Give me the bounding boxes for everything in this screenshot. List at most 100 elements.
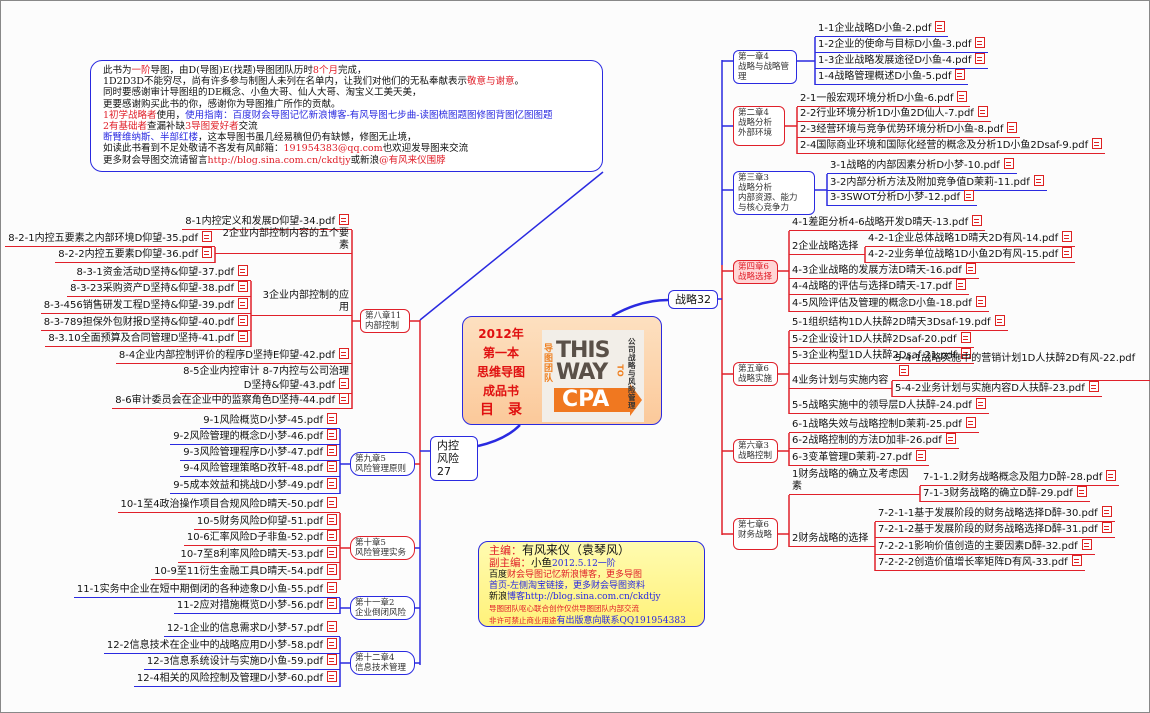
central-topic[interactable]: 2012年 第一本 思维导图 成品书 目 录 导图团队 THIS WAY TO … bbox=[462, 316, 662, 425]
chapter-node[interactable]: 第五章6 战略实施 bbox=[733, 362, 778, 386]
pdf-icon[interactable] bbox=[327, 564, 337, 575]
pdf-icon[interactable] bbox=[1062, 247, 1073, 258]
pdf-icon[interactable] bbox=[238, 298, 248, 309]
pdf-file-link[interactable]: 9-3风险管理程序D小梦-47.pdf bbox=[180, 444, 340, 461]
pdf-icon[interactable] bbox=[972, 215, 983, 226]
pdf-file-link[interactable]: 12-4相关的风险控制及管理D小梦-60.pdf bbox=[133, 670, 340, 687]
pdf-file-link[interactable]: 5-2企业设计1D人扶醉2Dsaf-20.pdf bbox=[789, 331, 974, 348]
pdf-file-link[interactable]: 5-5战略实施中的领导层D人扶醉-24.pdf bbox=[789, 397, 989, 414]
pdf-file-link[interactable]: 8-3.10全面预算及合同管理D坚持-41.pdf bbox=[45, 330, 251, 347]
pdf-file-link[interactable]: 7-1-3财务战略的确立D醉-29.pdf bbox=[920, 485, 1090, 502]
pdf-icon[interactable] bbox=[327, 598, 337, 609]
chapter-node[interactable]: 第六章3 战略控制 bbox=[733, 439, 778, 463]
pdf-icon[interactable] bbox=[238, 331, 248, 342]
chapter-node[interactable]: 第七章6 财务战略 bbox=[733, 518, 778, 550]
pdf-file-link[interactable]: 4-4战略的评估与选择D晴天-17.pdf bbox=[789, 278, 969, 295]
pdf-icon[interactable] bbox=[1033, 175, 1044, 186]
pdf-icon[interactable] bbox=[327, 478, 337, 489]
pdf-file-link[interactable]: 10-5财务风险D仰望-51.pdf bbox=[193, 513, 340, 530]
pdf-icon[interactable] bbox=[1101, 506, 1112, 517]
pdf-file-link[interactable]: 1-4战略管理概述D小鱼-5.pdf bbox=[815, 68, 969, 85]
pdf-icon[interactable] bbox=[960, 348, 971, 359]
pdf-file-link[interactable]: 1-1企业战略D小鱼-2.pdf bbox=[815, 20, 949, 37]
pdf-icon[interactable] bbox=[238, 281, 248, 292]
pdf-icon[interactable] bbox=[202, 247, 212, 258]
pdf-file-link[interactable]: 7-2-1-1基于发展阶段的财务战略选择D醉-30.pdf bbox=[875, 505, 1115, 522]
pdf-icon[interactable] bbox=[327, 530, 337, 541]
pdf-file-link[interactable]: 8-2-1内控五要素之内部环境D仰望-35.pdf bbox=[5, 230, 215, 247]
pdf-file-link[interactable]: 7-2-2-2创造价值增长率矩阵D有风-33.pdf bbox=[875, 554, 1085, 571]
pdf-file-link[interactable]: 2-3经营环境与竞争优势环境分析D小鱼-8.pdf bbox=[797, 121, 1021, 138]
pdf-icon[interactable] bbox=[339, 348, 349, 359]
pdf-icon[interactable] bbox=[963, 190, 974, 201]
pdf-icon[interactable] bbox=[955, 69, 966, 80]
pdf-file-link[interactable]: 2-1一般宏观环境分析D小鱼-6.pdf bbox=[797, 90, 971, 107]
pdf-file-link[interactable]: 5-1组织结构1D人扶醉2D晴天3Dsaf-19.pdf bbox=[789, 314, 1008, 331]
topic-node[interactable]: 4业务计划与实施内容 bbox=[789, 374, 892, 389]
pdf-file-link[interactable]: 8-5企业内控审计 8-7内控与公司治理 D坚持&仰望-43.pdf bbox=[180, 365, 352, 394]
pdf-icon[interactable] bbox=[960, 332, 971, 343]
pdf-icon[interactable] bbox=[327, 654, 337, 665]
pdf-icon[interactable] bbox=[994, 315, 1005, 326]
pdf-file-link[interactable]: 2-4国际商业环境和国际化经营的概念及分析1D小鱼2Dsaf-9.pdf bbox=[797, 137, 1106, 154]
pdf-icon[interactable] bbox=[327, 638, 337, 649]
pdf-file-link[interactable]: 6-3变革管理D茉莉-27.pdf bbox=[789, 449, 929, 466]
pdf-file-link[interactable]: 12-1企业的信息需求D小梦-57.pdf bbox=[163, 620, 340, 637]
topic-node[interactable]: 1财务战略的确立及考虑因素 bbox=[789, 468, 920, 495]
pdf-icon[interactable] bbox=[1062, 231, 1073, 242]
pdf-file-link[interactable]: 3-1战略的内部因素分析D小梦-10.pdf bbox=[827, 157, 1017, 174]
pdf-icon[interactable] bbox=[327, 582, 337, 593]
pdf-icon[interactable] bbox=[977, 106, 988, 117]
pdf-icon[interactable] bbox=[1106, 470, 1117, 481]
pdf-icon[interactable] bbox=[327, 671, 337, 682]
pdf-file-link[interactable]: 8-3-23采购资产D坚持&仰望-38.pdf bbox=[67, 280, 251, 297]
pdf-file-link[interactable]: 7-2-2-1影响价值创造的主要因素D醉-32.pdf bbox=[875, 538, 1095, 555]
pdf-file-link[interactable]: 4-1差距分析4-6战略开发D晴天-13.pdf bbox=[789, 214, 986, 231]
pdf-icon[interactable] bbox=[965, 263, 976, 274]
pdf-file-link[interactable]: 8-2-2内控五要素D仰望-36.pdf bbox=[55, 246, 215, 263]
pdf-icon[interactable] bbox=[915, 450, 926, 461]
pdf-file-link[interactable]: 6-2战略控制的方法D加非-26.pdf bbox=[789, 432, 959, 449]
pdf-file-link[interactable]: 8-3-789担保外包财报D坚持&仰望-40.pdf bbox=[40, 314, 251, 331]
pdf-icon[interactable] bbox=[1101, 522, 1112, 533]
pdf-icon[interactable] bbox=[1088, 381, 1099, 392]
topic-node[interactable]: 2企业战略选择 bbox=[789, 240, 865, 255]
pdf-icon[interactable] bbox=[899, 365, 909, 376]
topic-node[interactable]: 2财务战略的选择 bbox=[789, 532, 875, 547]
pdf-file-link[interactable]: 10-7至8利率风险D晴天-53.pdf bbox=[177, 546, 340, 563]
pdf-icon[interactable] bbox=[957, 91, 968, 102]
pdf-file-link[interactable]: 11-2应对措施概览D小梦-56.pdf bbox=[173, 597, 340, 614]
pdf-file-link[interactable]: 6-1战略失效与战略控制D茉莉-25.pdf bbox=[789, 416, 979, 433]
topic-node[interactable]: 2企业内部控制内容的五个要素 bbox=[215, 227, 352, 254]
pdf-icon[interactable] bbox=[1003, 158, 1014, 169]
pdf-icon[interactable] bbox=[975, 53, 986, 64]
pdf-file-link[interactable]: 8-6审计委员会在企业中的监察角色D坚持-44.pdf bbox=[112, 392, 352, 409]
pdf-file-link[interactable]: 3-3SWOT分析D小梦-12.pdf bbox=[827, 189, 977, 206]
pdf-file-link[interactable]: 10-1至4政治操作项目合规风险D晴天-50.pdf bbox=[117, 496, 340, 513]
chapter-node[interactable]: 第三章3 战略分析 内部资源、能力 与核心竞争力 bbox=[733, 171, 815, 215]
pdf-file-link[interactable]: 4-2-2业务单位战略1D小鱼2D有风-15.pdf bbox=[865, 246, 1076, 263]
pdf-file-link[interactable]: 1-3企业战略发展途径D小鱼-4.pdf bbox=[815, 52, 989, 69]
pdf-file-link[interactable]: 2-2行业环境分析1D小鱼2D仙人-7.pdf bbox=[797, 105, 991, 122]
pdf-file-link[interactable]: 9-4风险管理策略D孜轩-48.pdf bbox=[180, 460, 340, 477]
pdf-icon[interactable] bbox=[327, 514, 337, 525]
pdf-icon[interactable] bbox=[1076, 486, 1087, 497]
pdf-file-link[interactable]: 4-2-1企业总体战略1D晴天2D有风-14.pdf bbox=[865, 230, 1076, 247]
pdf-icon[interactable] bbox=[339, 393, 349, 404]
pdf-icon[interactable] bbox=[327, 547, 337, 558]
pdf-file-link[interactable]: 10-6汇率风险D子非鱼-52.pdf bbox=[183, 529, 340, 546]
chapter-node[interactable]: 第四章6 战略选择 bbox=[733, 260, 778, 284]
pdf-file-link[interactable]: 8-1内控定义和发展D仰望-34.pdf bbox=[182, 213, 352, 230]
pdf-file-link[interactable]: 8-3-456销售研发工程D坚持&仰望-39.pdf bbox=[40, 297, 251, 314]
pdf-file-link[interactable]: 11-1实务中企业在短中期倒闭的各种迹象D小鱼-55.pdf bbox=[73, 581, 340, 598]
pdf-file-link[interactable]: 12-2信息技术在企业中的战略应用D小梦-58.pdf bbox=[103, 637, 340, 654]
pdf-icon[interactable] bbox=[945, 433, 956, 444]
topic-node[interactable]: 3企业内部控制的应用 bbox=[251, 289, 352, 316]
chapter-node[interactable]: 第八章11 内部控制 bbox=[360, 309, 410, 333]
pdf-file-link[interactable]: 7-2-1-2基于发展阶段的财务战略选择D醉-31.pdf bbox=[875, 521, 1115, 538]
pdf-icon[interactable] bbox=[1071, 555, 1082, 566]
pdf-icon[interactable] bbox=[327, 461, 337, 472]
pdf-file-link[interactable]: 9-5成本效益和挑战D小梦-49.pdf bbox=[170, 477, 340, 494]
pdf-file-link[interactable]: 4-5风险评估及管理的概念D小鱼-18.pdf bbox=[789, 295, 989, 312]
pdf-icon[interactable] bbox=[339, 378, 349, 389]
